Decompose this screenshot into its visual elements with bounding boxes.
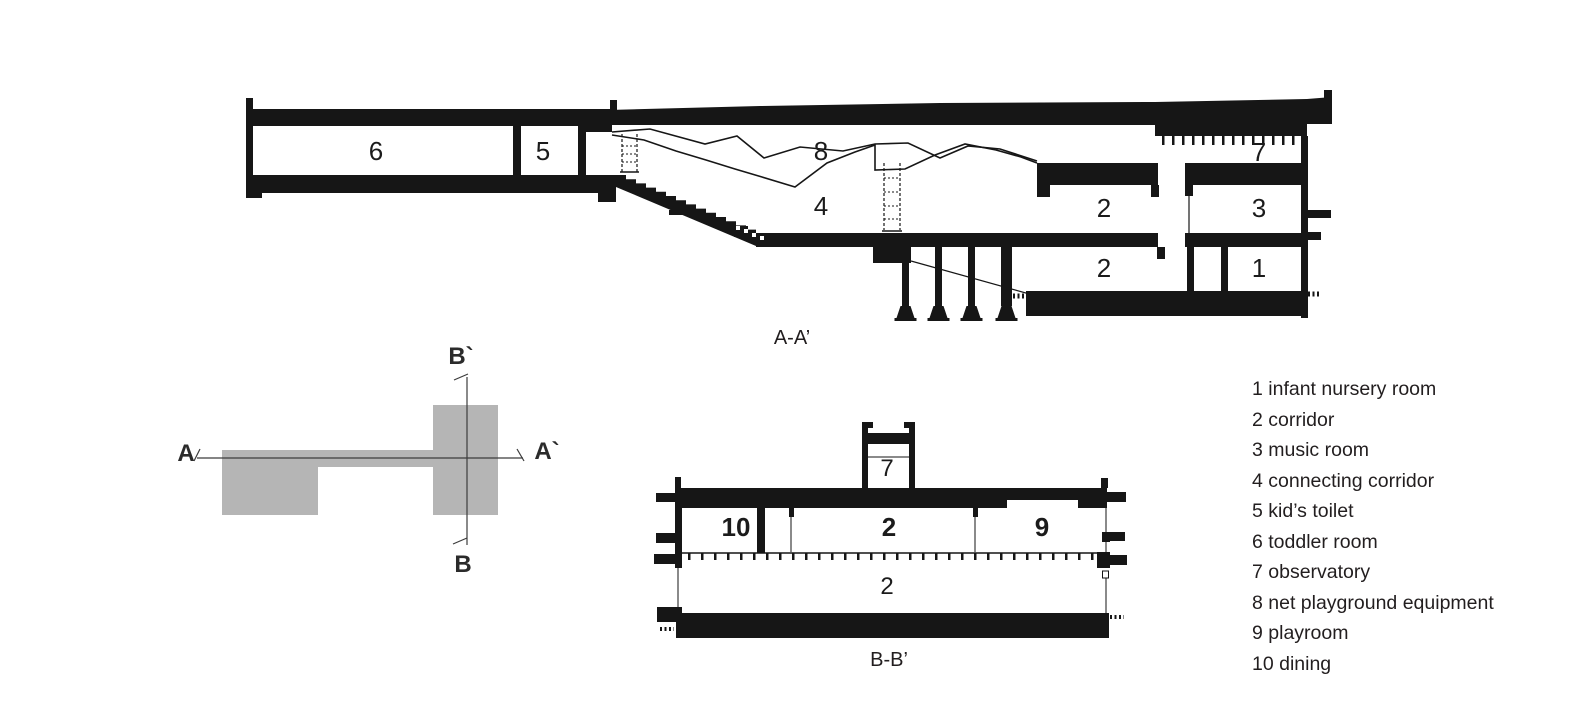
bb-room-label-2-lower: 2 [880, 573, 894, 600]
bb-door-pivot [1102, 570, 1109, 579]
aa-roof-shape [608, 97, 1332, 136]
aa-ramp-open-steps [736, 226, 764, 240]
room-legend: 1 infant nursery room 2 corridor 3 music… [1252, 374, 1494, 679]
legend-item: 9 playroom [1252, 622, 1349, 644]
net-strand-b [611, 134, 1038, 188]
aa-room-label-8: 8 [813, 136, 829, 166]
key-plan-drawing [193, 373, 525, 545]
aa-room-label-2-upper: 2 [1096, 193, 1112, 223]
legend-item: 8 net playground equipment [1252, 591, 1494, 614]
keyplan-label-b: B [454, 551, 472, 578]
aa-room-label-5: 5 [535, 136, 551, 166]
legend-item: 7 observatory [1252, 561, 1371, 583]
keyplan-label-a: A [177, 440, 195, 467]
bb-room-label-9: 9 [1034, 512, 1050, 542]
section-aa-drawing [246, 90, 1332, 321]
bb-room-label-7: 7 [880, 455, 894, 482]
aa-right-parapet [1324, 90, 1332, 98]
keyplan-footprint [222, 405, 498, 515]
aa-room-label-4: 4 [813, 191, 829, 221]
legend-item: 1 infant nursery room [1252, 378, 1437, 400]
bb-thin-partitions [677, 508, 1107, 613]
legend-item: 5 kid’s toilet [1252, 500, 1354, 522]
bb-walls-and-fins [654, 492, 1127, 568]
legend-item: 2 corridor [1252, 408, 1335, 431]
aa-floor-bands [756, 233, 1308, 263]
aa-section-title: A-A’ [773, 327, 811, 349]
aa-room-label-3: 3 [1251, 193, 1267, 223]
aa-ladder-middle [882, 163, 902, 232]
bb-section-title: B-B’ [870, 649, 908, 671]
aa-room-label-6: 6 [368, 136, 384, 166]
aa-left-block [246, 98, 617, 202]
legend-item: 3 music room [1252, 439, 1370, 461]
bb-ground-slab [657, 607, 1109, 638]
aa-right-block-lower [1026, 136, 1331, 318]
keyplan-label-a-prime: A` [534, 438, 560, 465]
keyplan-label-b-prime: B` [448, 343, 474, 370]
aa-room-label-7: 7 [1251, 137, 1267, 167]
keyplan-section-lines [193, 373, 525, 545]
net-strand-a [611, 128, 1038, 162]
legend-item: 10 dining [1252, 652, 1332, 675]
bb-room-label-2-upper: 2 [881, 512, 897, 542]
section-bb-drawing [654, 422, 1127, 638]
aa-piloti-columns [894, 247, 1018, 321]
keyplan-footprint-left [222, 450, 318, 515]
keyplan-footprint-right [433, 405, 498, 515]
aa-net-playground-equipment [611, 128, 1038, 188]
aa-room-label-2-lower: 2 [1096, 253, 1112, 283]
bb-observatory-tower [862, 422, 915, 488]
legend-item: 6 toddler room [1252, 530, 1378, 553]
legend-item: 4 connecting corridor [1252, 469, 1435, 492]
bb-room-label-10: 10 [721, 512, 751, 542]
aa-room-label-1: 1 [1251, 253, 1267, 283]
aa-right-block-slabs [1037, 163, 1301, 197]
aa-ladder-left [620, 134, 639, 173]
bb-roof [675, 477, 1108, 508]
